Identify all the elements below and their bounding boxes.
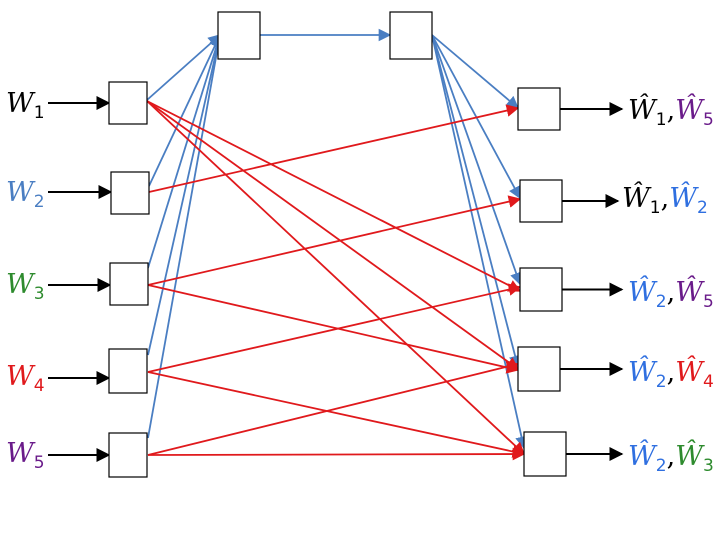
output-label-5-sep: , [667,441,676,472]
input-label-2: W2 [6,177,45,212]
red-edge-in5-out5 [147,447,526,461]
input-label-1: W1 [6,88,45,123]
output-label-4-b-sub: 4 [703,372,714,392]
output-label-3-a-letter: Ŵ [628,275,658,308]
blue-edge-mid2-out4 [431,34,522,369]
blue-edge-in5-mid1 [147,33,225,439]
output-label-2-b-letter: Ŵ [669,181,699,214]
output-label-2-b-sub: 2 [697,198,708,218]
node-in3 [109,262,149,306]
output-label-1-a-sub: 1 [656,110,667,130]
blue-edge-in3-mid1 [147,33,223,269]
output-label-5-b-letter: Ŵ [675,439,705,472]
blue-edge-mid2-out2 [431,34,521,200]
output-label-4-sep: , [667,357,676,388]
blue-edge-mid2-out3 [431,34,523,286]
blue-edge-in4-mid1 [147,33,224,356]
node-out2 [519,179,563,223]
input-label-5: W5 [6,438,45,473]
nodes [108,11,567,478]
input-label-4: W4 [6,361,45,396]
input-label-4-sub: 4 [34,376,45,396]
output-label-1: Ŵ1,Ŵ5 [628,93,714,130]
output-label-1-sep: , [667,95,676,126]
output-label-3-sep: , [667,277,676,308]
input-label-1-sub: 1 [34,103,45,123]
output-label-4-b-letter: Ŵ [675,355,705,388]
input-label-5-letter: W [6,438,36,469]
output-label-1-b-letter: Ŵ [675,93,705,126]
red-edge-in1-out5 [146,100,525,455]
output-label-4: Ŵ2,Ŵ4 [628,355,714,392]
input-label-5-sub: 5 [34,453,45,473]
red-edge-in3-out2 [147,195,522,286]
red-edge-in4-out3 [147,283,522,373]
red-edge-in3-out4 [147,284,520,374]
output-label-3-b-letter: Ŵ [675,275,705,308]
output-label-5-a-letter: Ŵ [628,439,658,472]
output-label-1-a-letter: Ŵ [628,93,658,126]
input-label-1-letter: W [6,88,36,119]
output-label-3-a-sub: 2 [656,292,667,312]
output-label-5-b-sub: 3 [703,456,714,476]
input-label-2-letter: W [6,177,36,208]
node-out5 [523,431,567,477]
edges [48,28,624,462]
red-edge-in2-out1 [148,104,520,193]
input-label-2-sub: 2 [34,192,45,212]
input-label-3-letter: W [6,269,36,300]
input-label-4-letter: W [6,361,36,392]
node-in1 [108,81,148,125]
output-label-4-a-letter: Ŵ [628,355,658,388]
node-out1 [517,87,561,131]
input-label-3: W3 [6,269,45,304]
output-label-2-a-letter: Ŵ [622,181,652,214]
output-label-5: Ŵ2,Ŵ3 [628,439,714,476]
output-label-2-a-sub: 1 [650,198,661,218]
output-label-1-b-sub: 5 [703,110,714,130]
node-mid2 [389,11,433,60]
output-label-2-sep: , [661,183,670,214]
node-out4 [517,346,561,392]
red-edge-in4-out5 [147,371,526,458]
blue-edge-mid2-out1 [431,34,519,109]
blue-edge-in2-mid1 [148,33,221,187]
blue-edge-mid2-out5 [431,34,528,450]
output-label-3-b-sub: 5 [703,292,714,312]
node-in5 [108,432,148,478]
output-label-5-a-sub: 2 [656,456,667,476]
node-mid1 [217,11,261,60]
red-edge-in1-out3 [146,100,522,292]
output-label-2: Ŵ1,Ŵ2 [622,181,708,218]
input-label-3-sub: 3 [34,284,45,304]
node-out3 [519,267,563,312]
output-label-4-a-sub: 2 [656,372,667,392]
red-edge-in5-out4 [147,360,520,456]
red-edge-in1-out4 [146,100,520,370]
output-label-3: Ŵ2,Ŵ5 [628,275,714,312]
node-in4 [108,348,148,394]
blue-edge-in1-mid1 [146,34,221,101]
node-in2 [110,171,150,215]
